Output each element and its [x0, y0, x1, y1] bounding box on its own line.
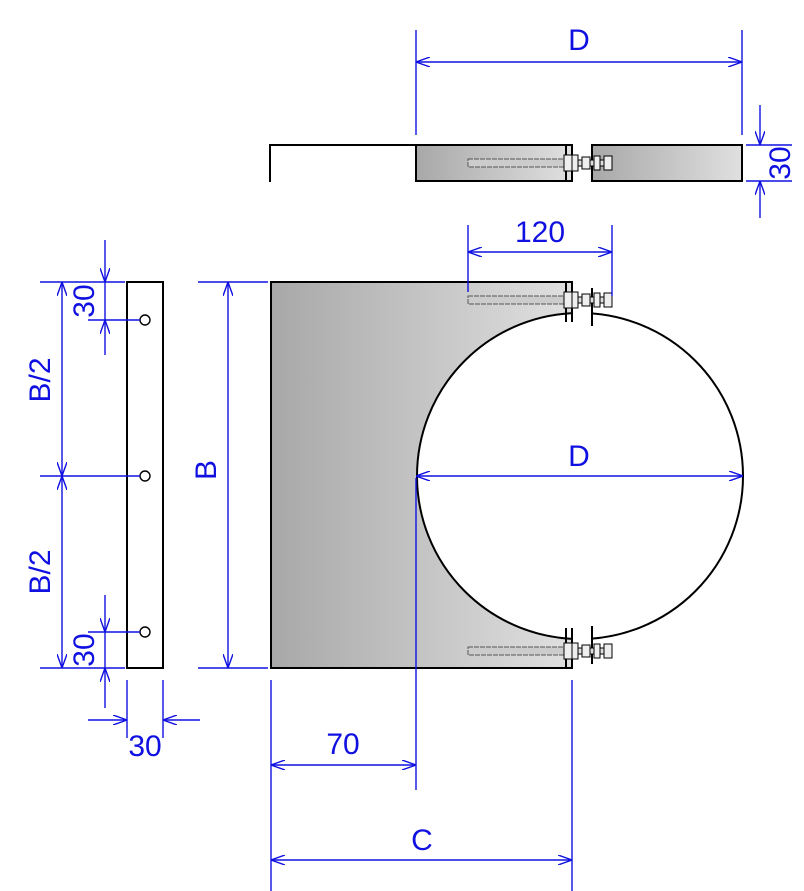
top-view [269, 144, 743, 182]
side-bar [126, 281, 164, 669]
label-half-height-top: B/2 [24, 357, 57, 402]
dim-top-thickness: 30 [746, 105, 797, 218]
top-view-flange [269, 144, 416, 182]
label-inner-diameter: D [568, 440, 590, 473]
top-view-right-band [591, 144, 743, 182]
dim-inner-diameter: D [416, 440, 743, 476]
dim-offset-70: 70 [270, 478, 417, 891]
label-top-width: D [568, 24, 590, 57]
dim-bolt-length: 120 [467, 216, 613, 296]
label-half-height-bottom: B/2 [24, 549, 57, 594]
label-bolt-length: 120 [515, 216, 565, 249]
label-offset-70: 70 [326, 728, 359, 761]
label-hole-offset-bottom: 30 [68, 633, 101, 666]
label-total-width: C [411, 824, 433, 857]
label-top-thickness: 30 [764, 146, 797, 179]
label-bar-width: 30 [128, 730, 161, 763]
mounting-hole-middle [139, 470, 151, 482]
label-hole-offset-top: 30 [68, 284, 101, 317]
dim-total-width: C [271, 680, 573, 891]
label-plate-height: B [190, 460, 223, 480]
dim-side-heights: B/2 B/2 30 30 [24, 240, 140, 708]
dim-top-width: D [415, 24, 743, 135]
mounting-hole-bottom [139, 626, 151, 638]
mounting-hole-top [139, 314, 151, 326]
dim-plate-height: B [190, 281, 268, 669]
dim-bar-width: 30 [88, 680, 200, 763]
